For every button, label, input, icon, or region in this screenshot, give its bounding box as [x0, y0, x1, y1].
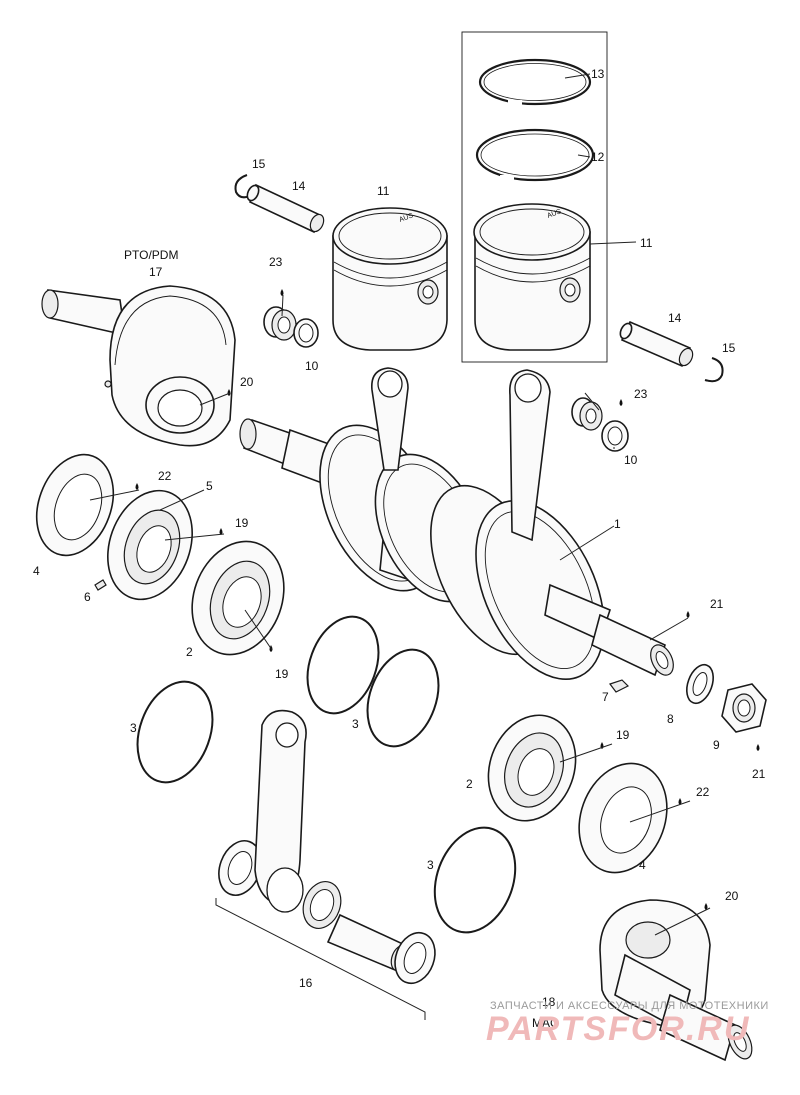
- lube-drop-20b-icon: [704, 903, 708, 910]
- label-6: 6: [84, 590, 91, 604]
- label-9: 9: [713, 738, 720, 752]
- nut-9: [721, 683, 767, 733]
- lube-drop-19-icon: [219, 528, 223, 535]
- label-mag: MAG: [532, 1016, 559, 1030]
- label-22-right: 22: [696, 785, 710, 799]
- o-ring-3-left: [136, 680, 214, 784]
- label-18: 18: [542, 995, 556, 1009]
- oil-seal-4-left: [35, 453, 115, 557]
- label-14: 14: [292, 179, 306, 193]
- needle-bearing-23: [263, 306, 297, 341]
- woodruff-key-7: [609, 679, 630, 693]
- o-ring-3-bottom: [433, 826, 517, 934]
- label-1: 1: [614, 517, 621, 531]
- thrust-washer-10-right: [601, 420, 629, 452]
- circlip-15: [234, 174, 251, 199]
- label-2: 2: [186, 645, 193, 659]
- label-20-right: 20: [725, 889, 739, 903]
- label-17: 17: [149, 265, 163, 279]
- o-ring-3-center-a: [306, 615, 380, 715]
- piston-pin-14: [246, 183, 325, 234]
- leader-lines: [89, 73, 711, 936]
- piston-ring-12: [475, 128, 595, 182]
- label-21b: 21: [752, 767, 766, 781]
- piston-ring-13: [478, 58, 592, 106]
- label-13: 13: [591, 67, 605, 81]
- label-22: 22: [158, 469, 172, 483]
- lock-washer-8: [686, 663, 714, 705]
- lube-drop-23b-icon: [619, 399, 623, 406]
- oil-seal-4-right: [578, 762, 668, 874]
- lube-drop-23-icon: [280, 289, 284, 296]
- label-21: 21: [710, 597, 724, 611]
- label-14-right: 14: [668, 311, 682, 325]
- label-11-set: 11: [640, 236, 653, 250]
- label-10-right: 10: [624, 453, 638, 467]
- label-19b: 19: [275, 667, 289, 681]
- ball-bearing-2-right: [487, 714, 577, 822]
- lube-drop-21-icon: [686, 611, 690, 618]
- crankshaft-1: [239, 367, 674, 680]
- crank-half-mag-18: [599, 899, 753, 1062]
- label-4-right: 4: [639, 858, 646, 872]
- label-5: 5: [206, 479, 213, 493]
- crank-half-pto-17: [41, 285, 236, 447]
- bearing-5: [107, 489, 193, 601]
- label-2-right: 2: [466, 777, 473, 791]
- kit-bracket-16: [215, 898, 426, 1020]
- piston-pin-14-right: [619, 320, 694, 368]
- connecting-rod-kit-16: [218, 709, 436, 985]
- o-ring-3-center-b: [366, 648, 440, 748]
- label-23: 23: [269, 255, 283, 269]
- dowel-6: [94, 579, 107, 591]
- label-23-right: 23: [634, 387, 648, 401]
- lube-drop-22-icon: [135, 483, 139, 490]
- label-3-bottom: 3: [427, 858, 434, 872]
- ring-set-frame: [461, 31, 608, 363]
- label-3-left: 3: [130, 721, 137, 735]
- label-15-right: 15: [722, 341, 736, 355]
- lube-drop-21b-icon: [756, 744, 760, 751]
- label-16: 16: [299, 976, 313, 990]
- label-pto: PTO/PDM: [124, 248, 178, 262]
- label-7: 7: [602, 690, 609, 704]
- part-labels: 13 12 11 11 15 14 14 15 23 10 23 10 PTO/…: [33, 67, 766, 1030]
- piston-marking-center: AUS: [398, 212, 414, 224]
- watermark-caption: ЗАПЧАСТИ И АКСЕССУАРЫ ДЛЯ МОТОТЕХНИКИ: [490, 1000, 769, 1012]
- label-11: 11: [377, 184, 390, 198]
- lube-drop-22b-icon: [678, 798, 682, 805]
- label-10: 10: [305, 359, 319, 373]
- piston-marking: AUS: [546, 208, 562, 220]
- label-19: 19: [235, 516, 249, 530]
- needle-bearing-23-right: [571, 397, 603, 431]
- label-4: 4: [33, 564, 40, 578]
- piston-11: AUS: [332, 207, 448, 351]
- ball-bearing-2-left: [191, 540, 285, 656]
- label-15: 15: [252, 157, 266, 171]
- label-19c: 19: [616, 728, 630, 742]
- label-12: 12: [591, 150, 605, 164]
- label-3-center: 3: [352, 717, 359, 731]
- piston-11-in-set: AUS: [473, 203, 591, 351]
- circlip-15-right: [704, 357, 724, 383]
- watermark-brand: PARTSFOR.RU: [486, 1010, 750, 1048]
- label-8: 8: [667, 712, 674, 726]
- thrust-washer-10: [293, 318, 319, 348]
- label-20: 20: [240, 375, 254, 389]
- lube-drop-20-icon: [227, 389, 231, 396]
